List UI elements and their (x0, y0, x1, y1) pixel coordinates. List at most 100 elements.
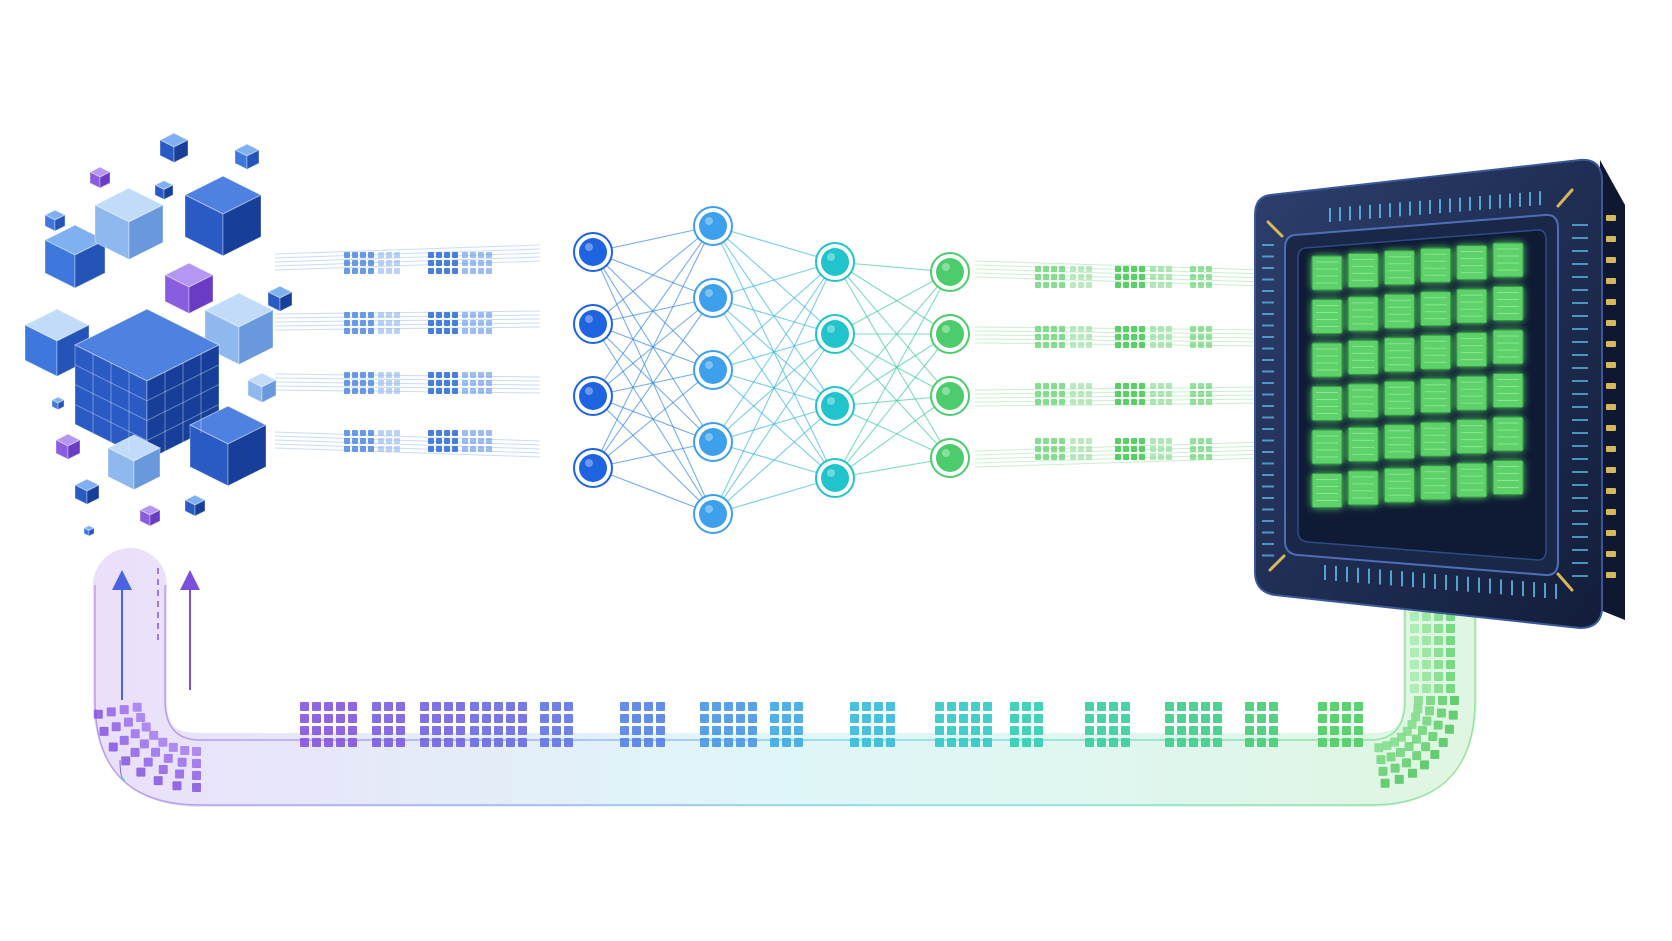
packet-cell (1434, 660, 1443, 669)
packet-cell (1115, 282, 1121, 288)
packet-cell (428, 260, 434, 266)
packet-cell (452, 380, 458, 386)
packet-cell (1380, 778, 1390, 788)
packet-cell (1158, 282, 1164, 288)
packet-cell (1450, 696, 1459, 705)
grid-line (74, 384, 148, 422)
packet-cell (1043, 383, 1049, 389)
loop-accent (119, 759, 126, 781)
packet-cell (770, 738, 779, 747)
packet-cell (1035, 274, 1041, 280)
packet-cell (1139, 342, 1145, 348)
packet-cell (300, 726, 309, 735)
node-core (821, 392, 849, 420)
packet-cell (770, 726, 779, 735)
packet-cell (1115, 326, 1121, 332)
data-packet (300, 702, 357, 747)
packet-cell (1059, 446, 1065, 452)
packet-cell (1086, 274, 1092, 280)
packet-cell (344, 446, 350, 452)
packet-cell (1434, 648, 1443, 657)
packet-cell (158, 764, 168, 774)
node-core (936, 258, 964, 286)
packet-cell (1059, 383, 1065, 389)
packet-cell (121, 756, 131, 766)
packet-cell (1158, 391, 1164, 397)
packet-cell (462, 260, 468, 266)
packet-cell (1165, 738, 1174, 747)
packet-cell (486, 388, 492, 394)
packet-cell (782, 714, 791, 723)
packet-cell (378, 372, 384, 378)
floating-cube (88, 166, 112, 189)
packet-cell (444, 714, 453, 723)
packet-cell (983, 714, 992, 723)
side-contact (1606, 488, 1616, 494)
packet-cell (312, 738, 321, 747)
packet-cell (494, 738, 503, 747)
packet-cell (456, 702, 465, 711)
packet-cell (1123, 383, 1129, 389)
packet-cell (462, 372, 468, 378)
packet-cell (1043, 454, 1049, 460)
packet-cell (1198, 383, 1204, 389)
packet-cell (1390, 737, 1399, 747)
packet-cell (456, 738, 465, 747)
floating-cube (158, 132, 190, 164)
chip-core (1492, 460, 1524, 495)
packet-cell (620, 702, 629, 711)
packet-cell (368, 268, 374, 274)
packet-cell (153, 776, 163, 786)
packet-cell (119, 735, 129, 745)
packet-cell (172, 781, 182, 791)
packet-cell (1035, 266, 1041, 272)
packet-cell (428, 446, 434, 452)
packet-cell (1123, 454, 1129, 460)
packet-cell (1085, 714, 1094, 723)
core-tile (1347, 252, 1379, 288)
packet-cell (1109, 726, 1118, 735)
node-highlight (827, 397, 835, 405)
packet-cell (1190, 266, 1196, 272)
packet-cell (470, 372, 476, 378)
packet-cell (1419, 760, 1429, 770)
packet-cell (386, 380, 392, 386)
packet-cell (324, 726, 333, 735)
data-packet (344, 252, 374, 274)
packet-cell (1198, 446, 1204, 452)
data-packet (1245, 702, 1278, 747)
data-packet (378, 252, 400, 274)
packet-cell (1158, 326, 1164, 332)
packet-cell (1051, 342, 1057, 348)
arrow-up-icon (180, 570, 200, 590)
packet-cell (324, 738, 333, 747)
packet-cell (1059, 282, 1065, 288)
node-core (936, 320, 964, 348)
data-packet (850, 702, 895, 747)
network-node (930, 252, 970, 292)
packet-cell (486, 328, 492, 334)
stream-line (274, 322, 541, 327)
packet-cell (436, 372, 442, 378)
stream-line (274, 248, 541, 259)
packet-cell (1022, 714, 1031, 723)
core-tile (1383, 467, 1415, 503)
cube-right-face (149, 509, 161, 527)
packet-cell (386, 446, 392, 452)
core-tile (1383, 337, 1415, 373)
floating-cube (43, 209, 67, 232)
node-core (699, 428, 727, 456)
packet-cell (348, 738, 357, 747)
packet-cell (1342, 738, 1351, 747)
packet-cell (1109, 714, 1118, 723)
packet-cell (552, 702, 561, 711)
packet-cell (352, 252, 358, 258)
node-core (579, 310, 607, 338)
packet-cell (394, 252, 400, 258)
packet-cell (136, 713, 146, 723)
packet-cell (143, 757, 153, 767)
packet-cell (1446, 624, 1455, 633)
side-contact (1606, 530, 1616, 536)
node-core (936, 382, 964, 410)
chip-core (1347, 339, 1379, 375)
